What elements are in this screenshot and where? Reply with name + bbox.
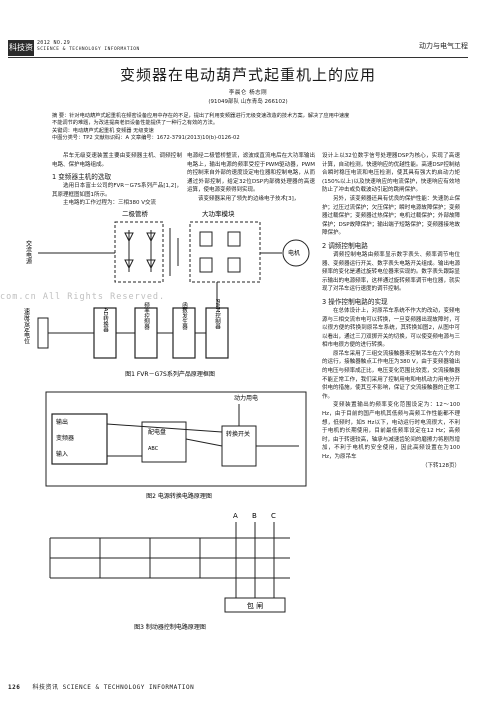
article-title: 变频器在电动葫芦式起重机上的应用 — [119, 66, 376, 84]
column-3: 设计上以32位数字信号处理器DSP为核心，实现了高速计算，自动检测，快速响应的优… — [322, 152, 460, 470]
col1-p2: 主电路的工作过程为：三相380 V交流 — [63, 200, 157, 207]
abstract-block: 摘 要：针对电动葫芦式起重机在频密设备应用中存在的不足，提出了利用变频器进行无级… — [52, 113, 452, 143]
phase-c-label: C — [271, 512, 276, 520]
fig2-label-output: 输出 — [56, 418, 68, 426]
issue-date: 2012 NO.29 — [37, 40, 71, 46]
authors: 李晨仑 杨志刚 — [228, 90, 268, 96]
fig1-connectors — [116, 282, 218, 334]
classification: 中图分类号：TP2 文献标识码：A 文章编号：1672-3791(2013)10… — [52, 135, 240, 142]
col3-p3: 调频控制电路由频率显示数字表头、频率调节电位器、变频器运行开关、数字表头电路开关… — [322, 251, 460, 293]
fig2-label-abc: ABC — [148, 446, 159, 452]
distribution-panel — [141, 421, 187, 463]
col3-p1: 设计上以32位数字信号处理器DSP为核心，实现了高速计算，自动检测，快速响应的优… — [322, 153, 460, 194]
fig1-label-motor: 电机 — [288, 249, 300, 257]
watermark: com.cn All Rights Reserved. — [0, 292, 166, 302]
vfd-box — [51, 413, 108, 465]
col1-intro: 吊车无级变速装置主要由变频器主机、调频控制电路、保护电路组成。 — [52, 153, 182, 168]
fig2-label-motor-power: 动力用电 — [234, 394, 258, 402]
figure-2-caption: 图2 电源转换电路原理图 — [146, 492, 212, 500]
section-heading-3: 3 操作控制电路的实现 — [322, 297, 388, 306]
fig2-frame — [45, 391, 307, 487]
fig2-label-vfd: 变频器 — [56, 434, 74, 442]
col3-p6: 变频装置输出的频率变化范围设定为：12～100 Hz，由于目前的国产电机其低频与… — [322, 402, 460, 460]
page-footer: 126 科技资讯 SCIENCE & TECHNOLOGY INFORMATIO… — [8, 682, 194, 691]
figure-1-diagram: 二极管桥 大功率模块 交流电源 电机 速度设定电位 AD转换器 频率控制器 函数… — [23, 209, 310, 378]
fig1-label-ac: 交流电源 — [25, 239, 32, 265]
fig1-label-speed: 速度设定电位 — [23, 308, 30, 344]
col3-p4: 在总体设计上，对原吊车系统不作大的改动，变频电源与三相交流市电可以转换，一旦变频… — [322, 307, 460, 349]
motor-circle — [282, 239, 310, 267]
fig3-label-brake: 包 闸 — [247, 601, 263, 610]
fig2-label-input: 输入 — [56, 450, 68, 458]
fig2-wiring — [106, 404, 299, 457]
section-heading-2: 2 调频控制电路 — [322, 241, 368, 250]
footer-journal: 科技资讯 SCIENCE & TECHNOLOGY INFORMATION — [32, 684, 195, 691]
figure-1-caption: 图1 FVR－G7S系列产品原理框图 — [125, 370, 215, 378]
col1-p1: 选用日本富士公司的FVR－G7S系列产品[1,2]，其原理框图如图1所示。 — [52, 183, 182, 198]
function-gen-label: 函数发生器 — [181, 301, 188, 331]
col2-p1: 电源经二极管桥整流，滤波成直流电后在大功率输出电路上，输出电源的频率受控于PWM… — [187, 153, 315, 194]
fig1-label-bridge: 二极管桥 — [122, 209, 149, 218]
fig1-label-module: 大功率模块 — [202, 209, 235, 218]
figure-3-caption: 图3 制动器控制电路原理图 — [134, 623, 206, 631]
journal-subtitle: SCIENCE & TECHNOLOGY INFORMATION — [37, 47, 140, 52]
col3-p5: 原吊车采用了三组交流接触器来控制吊车在六个方向的运行，接触器触点工作电压为380… — [322, 350, 460, 400]
col2-p2: 该变频器采用了领先的边缘电子技术[3]， — [198, 195, 300, 202]
page-number: 126 — [8, 684, 21, 691]
ad-converter-label: AD转换器 — [102, 308, 109, 334]
affiliation: (91049部队 山东青岛 266102) — [208, 99, 288, 105]
power-module-box — [189, 221, 261, 283]
col3-p2: 另外，该变频器还具有优良的保护性能：失速防止保护；过压过流保护；欠压保护；瞬时电… — [322, 195, 460, 237]
keywords: 关键词：电动葫芦式起重机 变频器 无级变速 — [52, 127, 154, 134]
figure-3-diagram: A B C 包 闸 图3 制动器控制电路原理图 — [49, 512, 290, 631]
igbt-symbols — [169, 228, 241, 276]
fig1-control-boxes: AD转换器 频率控制器 函数发生器 PWM控制器 — [93, 299, 229, 359]
abstract-line-1: 摘 要：针对电动葫芦式起重机在频密设备应用中存在的不足，提出了利用变频器进行无级… — [52, 113, 350, 119]
figure-2-diagram: 动力用电 输出 变频器 输入 配电盘 ABC 转换开关 图2 电源转换电路原理图 — [45, 391, 307, 500]
header-rule — [8, 57, 468, 58]
freq-controller-label: 频率控制器 — [143, 301, 150, 331]
journal-badge: 科技资讯 — [8, 40, 34, 68]
section-heading-1: 1 变频器主机的选取 — [52, 173, 112, 182]
fig2-label-panel: 配电盘 — [148, 428, 166, 436]
fig3-wiring — [49, 522, 290, 613]
pwm-controller-label: PWM控制器 — [214, 299, 221, 330]
column-2: 电源经二极管桥整流，滤波成直流电后在大功率输出电路上，输出电源的频率受控于PWM… — [187, 152, 315, 204]
phase-a-label: A — [233, 512, 238, 520]
continued-note: （下转128页） — [422, 462, 460, 469]
diode-bridge-box — [114, 221, 164, 283]
diode-symbols — [124, 230, 156, 272]
phase-b-label: B — [252, 512, 257, 520]
fig2-label-switch: 转换开关 — [226, 430, 250, 438]
abstract-line-2: 不能调节的难题，为改进提高老旧设备性能提供了一种行之有效的方法。 — [52, 120, 219, 127]
section-label: 动力与电气工程 — [419, 42, 468, 50]
potentiometer — [37, 317, 49, 349]
column-1: 吊车无级变速装置主要由变频器主机、调频控制电路、保护电路组成。 1 变频器主机的… — [52, 152, 182, 208]
